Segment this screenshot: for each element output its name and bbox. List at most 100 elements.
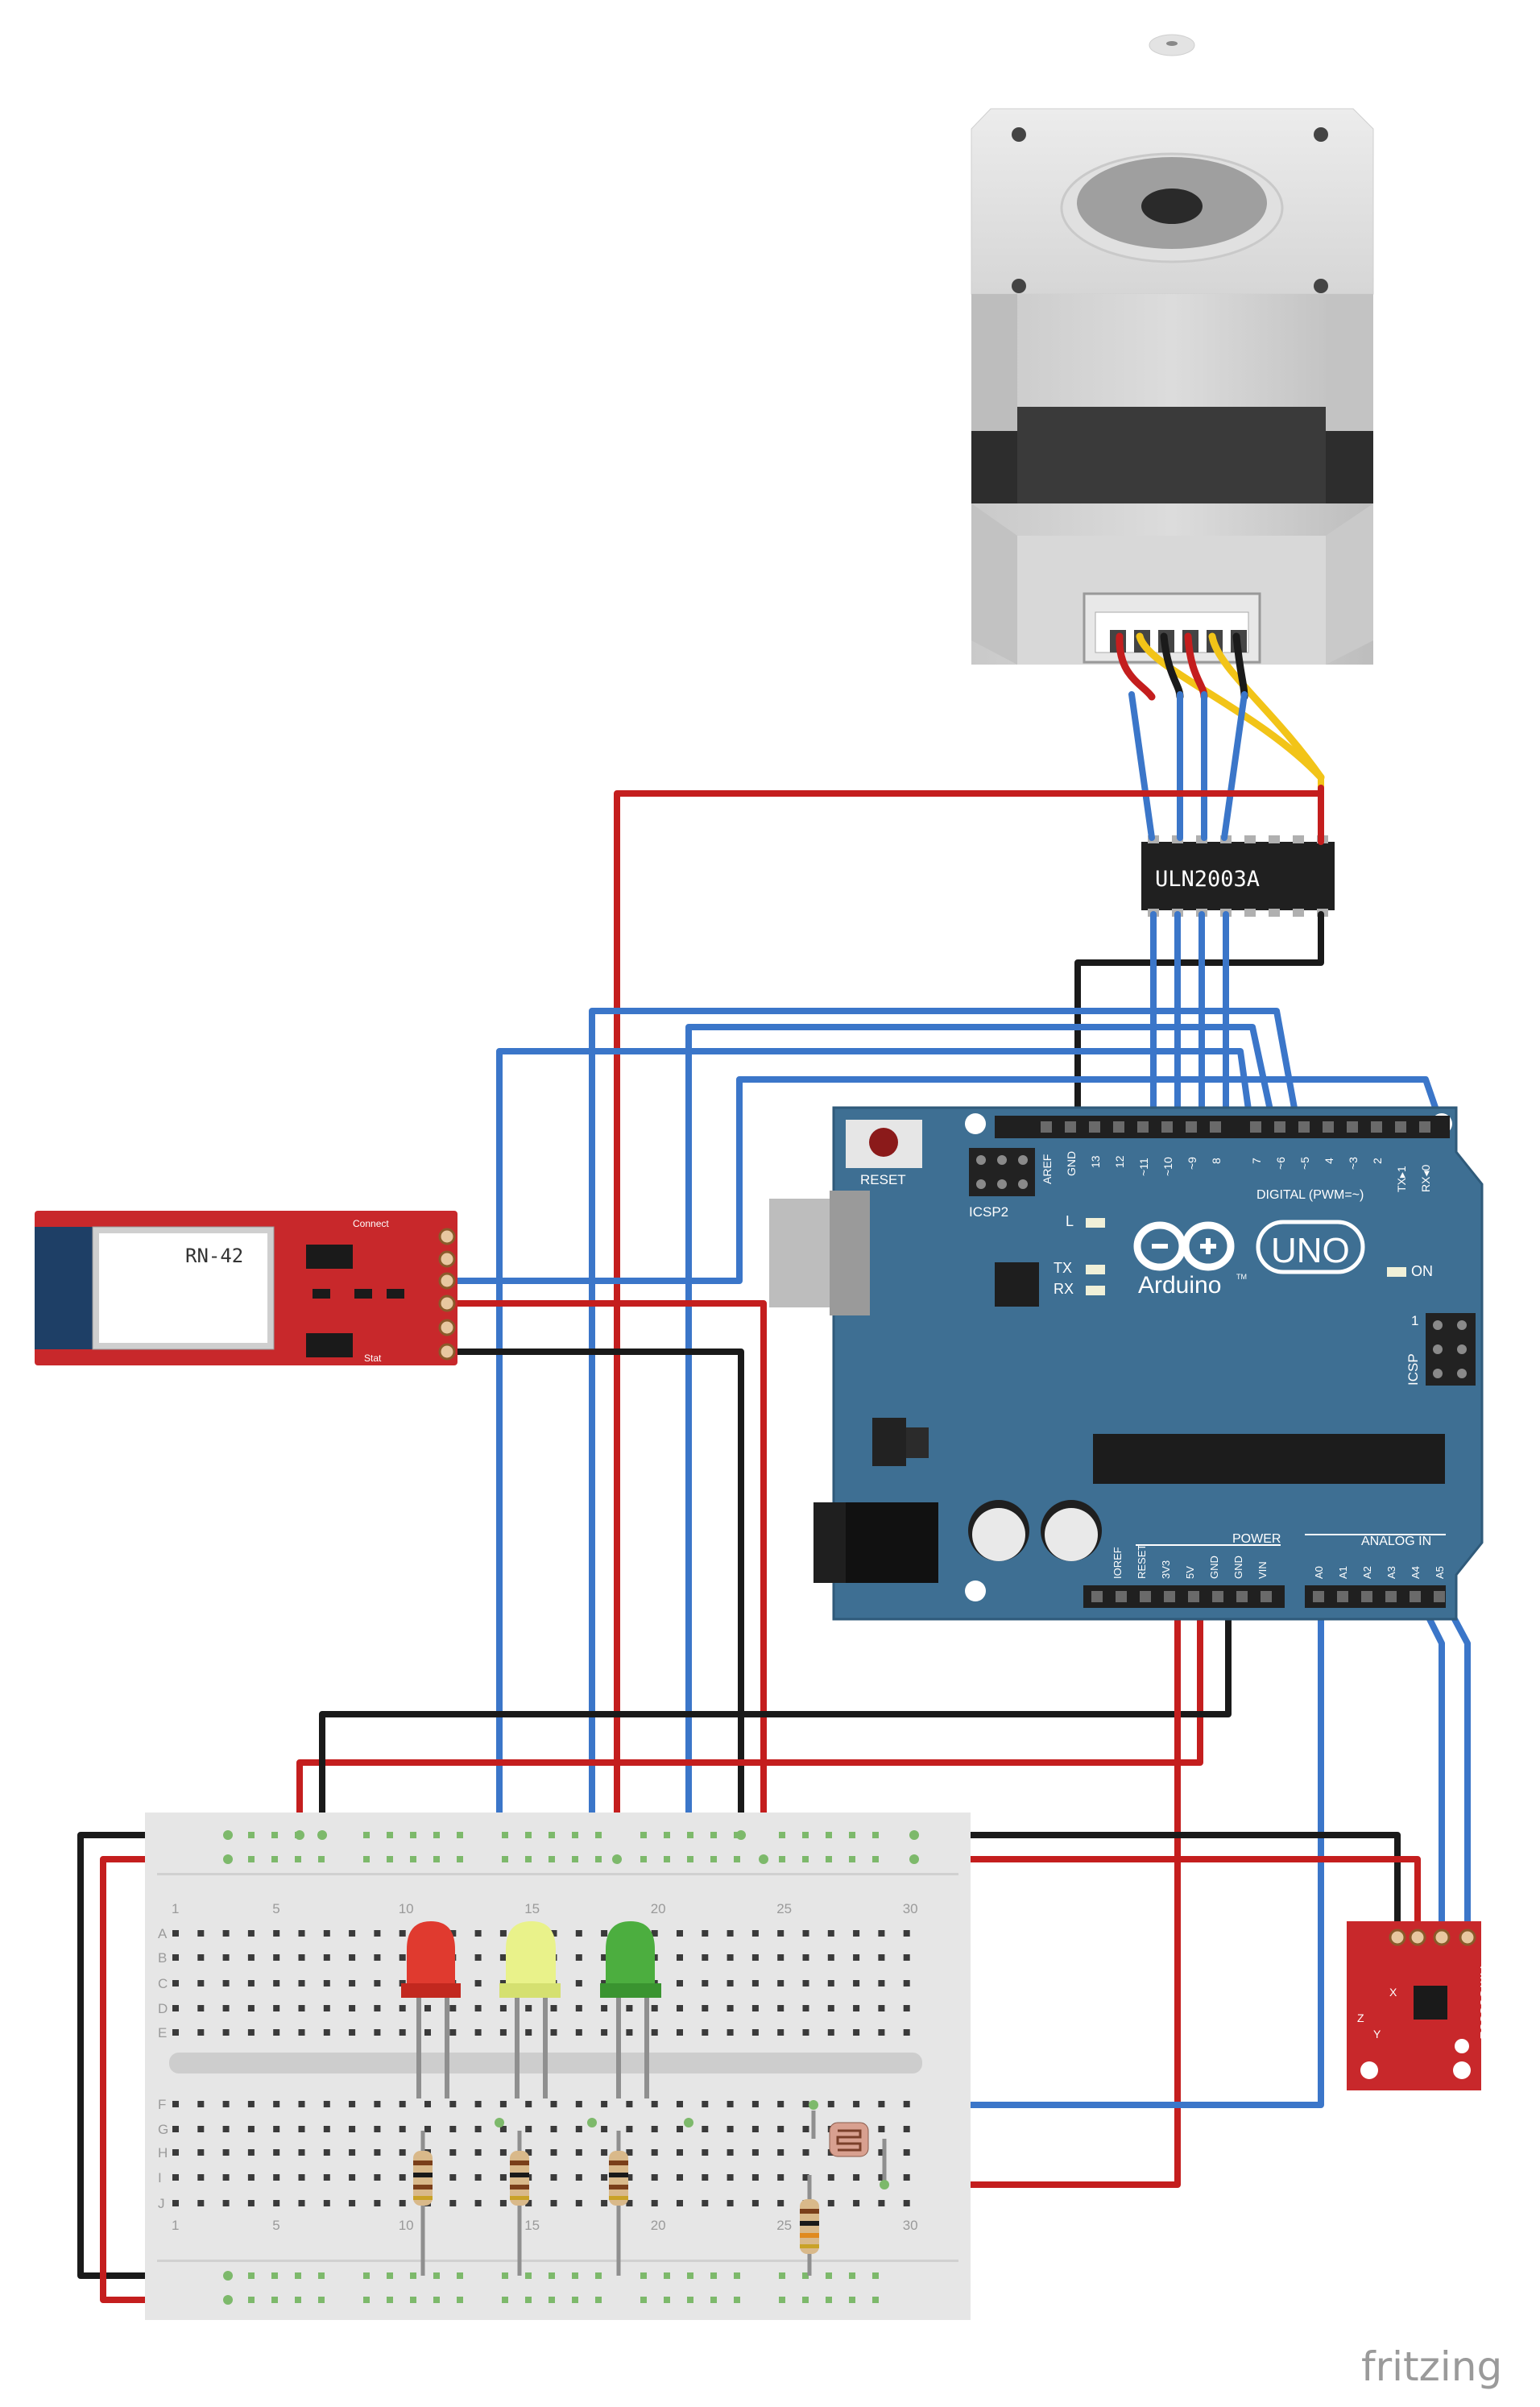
resistor [800, 2199, 819, 2254]
breadboard-hole [751, 1954, 759, 1961]
breadboard-hole [827, 2005, 834, 2011]
breadboard-hole [751, 2101, 759, 2107]
breadboard-hole [247, 1980, 255, 1986]
breadboard-hole [903, 2101, 910, 2107]
breadboard-label: F [158, 2097, 166, 2112]
breadboard-hole [878, 1980, 885, 1986]
breadboard-hole [651, 2029, 658, 2036]
breadboard-hole [273, 2029, 280, 2036]
breadboard-hole [449, 1930, 457, 1937]
breadboard-hole [575, 1930, 582, 1937]
breadboard-label: 30 [903, 1901, 918, 1916]
pin-label: 2 [1371, 1158, 1384, 1164]
breadboard-label: H [158, 2145, 168, 2160]
breadboard-hole [550, 2126, 557, 2132]
breadboard-hole [474, 2005, 482, 2011]
breadboard-hole [172, 2005, 179, 2011]
breadboard-label: 1 [172, 1901, 179, 1916]
rx-label: RX [1054, 1281, 1074, 1297]
breadboard-hole [751, 2126, 759, 2132]
breadboard-hole [677, 1930, 683, 1937]
breadboard-hole [525, 2149, 532, 2156]
breadboard-hole [197, 2174, 205, 2181]
led-green [600, 1921, 661, 2098]
breadboard-hole [802, 2297, 809, 2303]
led-red [401, 1921, 461, 2098]
breadboard-label: 25 [776, 2218, 792, 2233]
breadboard-hole [499, 2005, 507, 2011]
breadboard-hole [677, 2149, 683, 2156]
breadboard-hole [374, 2126, 381, 2132]
breadboard-hole [457, 2297, 463, 2303]
on-label: ON [1411, 1263, 1433, 1279]
breadboard-hole [247, 2174, 255, 2181]
breadboard-hole [727, 1930, 734, 1937]
breadboard-hole [449, 2126, 457, 2132]
breadboard-hole [727, 2174, 734, 2181]
breadboard-hole [273, 1930, 280, 1937]
breadboard-hole [349, 2005, 356, 2011]
breadboard-hole [323, 2149, 330, 2156]
breadboard-hole [449, 2174, 457, 2181]
breadboard-hole [273, 2200, 280, 2206]
breadboard-hole [399, 2029, 406, 2036]
breadboard-hole [502, 1856, 508, 1862]
breadboard-hole [248, 1856, 255, 1862]
breadboard-hole [878, 1930, 885, 1937]
breadboard-hole [727, 2149, 734, 2156]
breadboard-hole [474, 2200, 482, 2206]
breadboard-hole [640, 1832, 647, 1838]
breadboard-hole [575, 2005, 582, 2011]
breadboard-hole [525, 2029, 532, 2036]
stepper-motor [971, 34, 1374, 665]
breadboard-hole [273, 2005, 280, 2011]
breadboard-hole [710, 1832, 717, 1838]
breadboard-hole [295, 2297, 301, 2303]
breadboard-hole [595, 1856, 602, 1862]
breadboard-hole [601, 1954, 608, 1961]
breadboard-hole [172, 1980, 179, 1986]
breadboard-hole [751, 2149, 759, 2156]
breadboard-hole [827, 1980, 834, 1986]
breadboard-hole [502, 2297, 508, 2303]
breadboard-hole [702, 2200, 709, 2206]
breadboard-hole [298, 1980, 305, 1986]
breadboard-hole [550, 1930, 557, 1937]
breadboard-hole [802, 1832, 809, 1838]
pin-label: ~3 [1347, 1157, 1360, 1170]
breadboard-hole [878, 2101, 885, 2107]
breadboard-hole [575, 2126, 582, 2132]
breadboard-hole [474, 2149, 482, 2156]
breadboard-hole [222, 2029, 230, 2036]
breadboard-hole [349, 1954, 356, 1961]
breadboard-hole [595, 1832, 602, 1838]
breadboard-hole [575, 2149, 582, 2156]
breadboard-hole [172, 2029, 179, 2036]
breadboard-hole [363, 1832, 370, 1838]
uln2003a-label: ULN2003A [1155, 867, 1260, 892]
breadboard-hole [197, 1954, 205, 1961]
breadboard-hole [449, 2005, 457, 2011]
breadboard-hole [802, 1980, 809, 1986]
breadboard-hole [827, 2029, 834, 2036]
breadboard-hole [424, 2029, 431, 2036]
breadboard-hole [601, 2101, 608, 2107]
breadboard-hole [222, 2126, 230, 2132]
breadboard-hole [595, 2297, 602, 2303]
breadboard-hole [572, 2297, 578, 2303]
breadboard-hole [802, 1930, 809, 1937]
breadboard-hole [222, 2200, 230, 2206]
pin-label: RX◂0 [1419, 1165, 1432, 1192]
pin-label: TX▸1 [1395, 1166, 1408, 1192]
breadboard-hole [777, 1930, 784, 1937]
breadboard-hole [575, 2101, 582, 2107]
breadboard-hole [298, 1954, 305, 1961]
breadboard-hole [525, 2101, 532, 2107]
breadboard-hole [298, 2149, 305, 2156]
breadboard-label: 20 [651, 2218, 666, 2233]
breadboard-hole [433, 2297, 440, 2303]
breadboard-hole [298, 2005, 305, 2011]
breadboard-label: 15 [524, 1901, 540, 1916]
breadboard-hole [323, 1954, 330, 1961]
